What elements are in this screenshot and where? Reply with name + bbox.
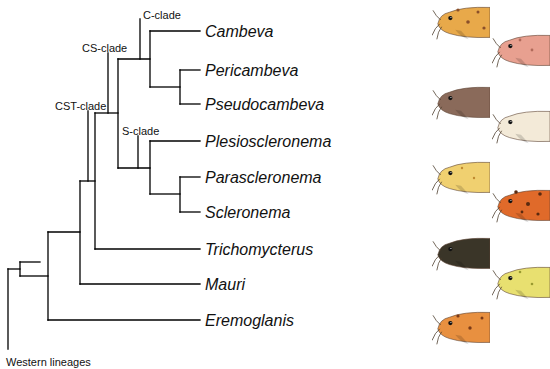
clade-label: C-clade: [143, 9, 181, 21]
clade-label: S-clade: [122, 125, 159, 137]
clade-label: CST-clade: [55, 100, 106, 112]
taxon-name: Pericambeva: [205, 62, 298, 79]
taxon-name: Trichomycterus: [205, 241, 313, 258]
label-slot: Pseudocambeva: [205, 96, 324, 114]
label-slot: Pericambeva: [205, 62, 298, 80]
label-slot: Cambeva: [205, 23, 273, 41]
clade-label: CS-clade: [82, 42, 127, 54]
taxon-name: Parascleronema: [205, 169, 322, 186]
label-slot: Trichomycterus: [205, 241, 313, 259]
taxon-name: Cambeva: [205, 23, 273, 40]
label-slot: S-clade: [122, 121, 159, 139]
label-slot: Parascleronema: [205, 169, 322, 187]
label-slot: CST-clade: [55, 96, 106, 114]
label-slot: Plesioscleronema: [205, 133, 331, 151]
taxon-name: Scleronema: [205, 204, 290, 221]
label-slot: CS-clade: [82, 38, 127, 56]
taxon-name: Pseudocambeva: [205, 96, 324, 113]
taxon-name: Eremoglanis: [205, 312, 294, 329]
root-label: Western lineages: [6, 356, 91, 368]
taxon-name: Mauri: [205, 276, 245, 293]
label-slot: Scleronema: [205, 204, 290, 222]
label-slot: C-clade: [143, 5, 181, 23]
label-slot: Western lineages: [6, 352, 91, 369]
taxon-name: Plesioscleronema: [205, 133, 331, 150]
label-slot: Mauri: [205, 276, 245, 294]
label-slot: Eremoglanis: [205, 312, 294, 330]
